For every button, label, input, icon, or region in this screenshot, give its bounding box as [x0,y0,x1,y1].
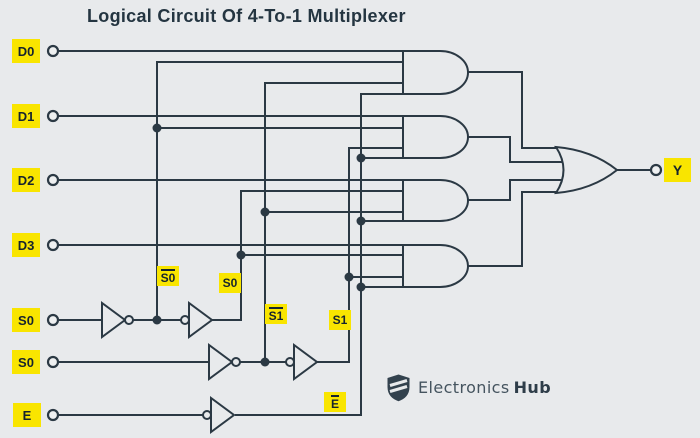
terminals [46,44,663,422]
wire-e-row [58,93,403,416]
input-label-d3: D3 [12,233,40,257]
and-gate-3 [402,179,469,222]
tap-label-s0: S0 [219,273,241,293]
shield-icon [387,374,410,402]
and-gate-2 [402,115,469,159]
terminal-y [649,163,663,177]
input-label-s0: S0 [12,308,40,332]
wire-and4-to-or [468,191,558,267]
wire-ebar-branches [361,157,403,288]
inverter-bubble [180,315,190,325]
terminal-s1 [46,355,60,369]
terminal-d2 [46,173,60,187]
input-label-d2: D2 [12,168,40,192]
not-gate-s1-a [208,343,234,381]
junction-dots [152,123,366,367]
terminal-d1 [46,109,60,123]
inverter-bubble [231,357,241,367]
and-gate-4 [402,244,469,288]
wire-and3-to-or [468,179,566,201]
input-label-d0: D0 [12,39,40,63]
inverter-bubble [285,357,295,367]
wire-and1-to-or [468,71,558,149]
diagram-title: Logical Circuit Of 4-To-1 Multiplexer [87,6,406,26]
not-gate-s0-a [101,301,127,339]
or-gate [554,145,619,195]
input-label-e: E [13,403,41,427]
terminal-d0 [46,44,60,58]
tap-label-e-bar: E [324,392,346,412]
gates [101,50,619,434]
output-label-y: Y [664,158,691,182]
and-gate-1 [402,50,469,95]
terminal-s0 [46,313,60,327]
wires [58,50,651,416]
terminal-e [46,408,60,422]
inverter-bubble [124,315,134,325]
tap-label-s1-bar: S1 [265,304,287,324]
tap-label-s1: S1 [329,310,351,330]
wire-s1bar-rail [264,82,403,362]
not-gate-e [210,396,236,434]
inverter-bubble [202,410,212,420]
terminal-d3 [46,238,60,252]
not-gate-s1-b [293,343,319,381]
wire-and2-to-or [468,136,566,163]
input-label-d1: D1 [12,104,40,128]
not-gate-s0-b [188,301,214,339]
tap-label-s0-bar: S0 [157,266,179,286]
input-label-s1: S0 [12,350,40,374]
